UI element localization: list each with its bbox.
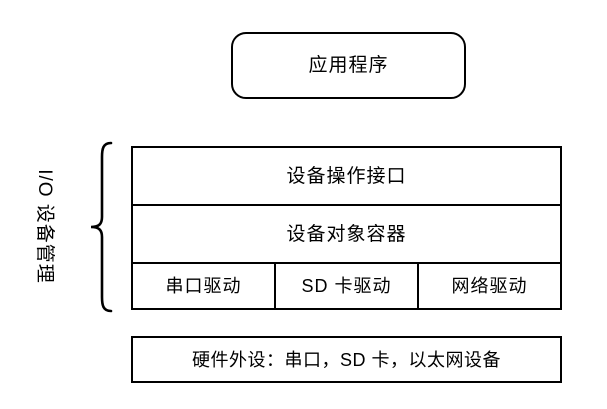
hardware-peripherals-box: 硬件外设：串口，SD 卡，以太网设备 [131,336,562,383]
layer-row-device-object-container: 设备对象容器 [133,206,560,264]
io-management-group-label: I/O 设备管理 [22,140,66,312]
layer-label-device-operation-interface: 设备操作接口 [286,165,407,187]
driver-cell-network: 网络驱动 [419,264,560,308]
io-management-group-label-text: I/O 设备管理 [33,168,55,284]
layer-label-device-object-container: 设备对象容器 [286,223,407,245]
driver-label-network: 网络驱动 [451,276,528,296]
driver-cell-sd-card: SD 卡驱动 [276,264,419,308]
left-curly-brace-icon [88,141,114,313]
driver-label-serial: 串口驱动 [165,276,242,296]
driver-cell-serial: 串口驱动 [133,264,276,308]
io-management-stack: 设备操作接口 设备对象容器 串口驱动 SD 卡驱动 网络驱动 [131,146,562,310]
driver-label-sd-card: SD 卡驱动 [301,276,392,296]
application-box: 应用程序 [231,32,466,99]
application-box-label: 应用程序 [308,55,389,76]
hardware-peripherals-label: 硬件外设：串口，SD 卡，以太网设备 [191,349,501,370]
layer-row-drivers: 串口驱动 SD 卡驱动 网络驱动 [133,264,560,308]
layer-row-device-operation-interface: 设备操作接口 [133,148,560,206]
